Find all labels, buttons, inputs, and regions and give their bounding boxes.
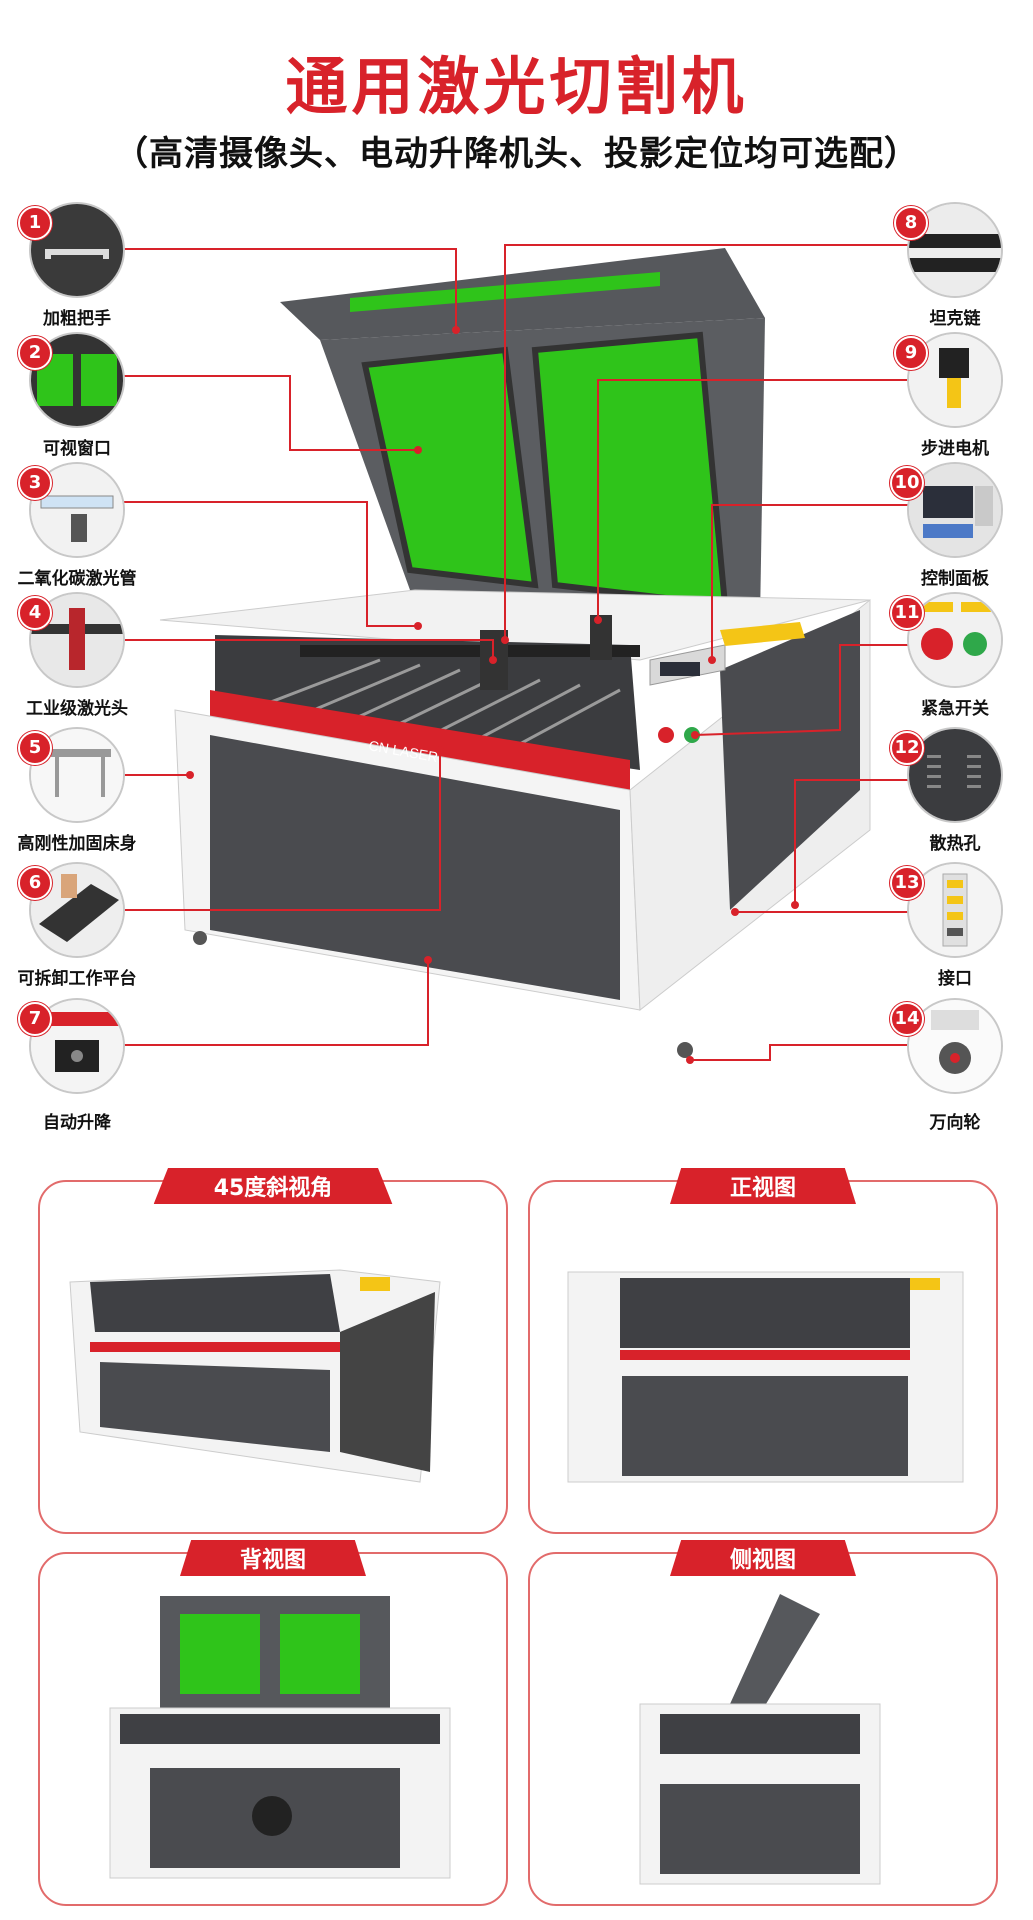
callout-label: 控制面板: [921, 569, 989, 589]
callout-drag-chain: 8 坦克链: [880, 202, 1030, 329]
feature-diagram: CN LASER 1 加粗把手 2 可视窗口 3 二氧化碳激光管 4 工业级激光…: [0, 190, 1033, 1133]
view-panel-front: 正视图: [528, 1168, 998, 1534]
vent-icon: [909, 729, 1001, 821]
view-title: 45度斜视角: [153, 1168, 393, 1204]
callout-platform: 6 可拆卸工作平台: [2, 862, 152, 989]
callout-number: 5: [18, 731, 52, 765]
oblique-view-image: [69, 1269, 441, 1483]
callout-control-panel: 10 控制面板: [880, 462, 1030, 589]
port-icon: [909, 864, 1001, 956]
callout-label: 万向轮: [929, 1113, 981, 1133]
callout-number: 9: [894, 336, 928, 370]
callout-number: 10: [890, 466, 924, 500]
control-panel-icon: [909, 464, 1001, 556]
callout-vent: 12 散热孔: [880, 727, 1030, 854]
callout-label: 加粗把手: [43, 309, 111, 329]
lift-icon: [31, 1000, 123, 1092]
callout-number: 6: [18, 866, 52, 900]
callout-label: 工业级激光头: [26, 699, 128, 719]
callout-label: 自动升降: [43, 1113, 111, 1133]
callout-handle: 1 加粗把手: [2, 202, 152, 329]
callout-number: 13: [890, 866, 924, 900]
page-title: 通用激光切割机: [285, 50, 748, 123]
callout-number: 12: [890, 731, 924, 765]
callout-frame: 5 高刚性加固床身: [2, 727, 152, 854]
callout-number: 4: [18, 596, 52, 630]
callout-number: 8: [894, 206, 928, 240]
callout-label: 可拆卸工作平台: [17, 969, 137, 989]
callout-label: 坦克链: [929, 309, 981, 329]
callout-label: 散热孔: [929, 834, 981, 854]
caster-wheel-icon: [909, 1000, 1001, 1092]
callout-window: 2 可视窗口: [2, 332, 152, 459]
callout-caster-wheel: 14 万向轮: [880, 998, 1030, 1133]
front-view-image: [567, 1271, 964, 1483]
callout-stepper-motor: 9 步进电机: [880, 332, 1030, 459]
callout-label: 紧急开关: [921, 699, 989, 719]
page-subtitle: （高清摄像头、电动升降机头、投影定位均可选配）: [114, 134, 919, 174]
callout-number: 7: [18, 1002, 52, 1036]
emergency-switch-icon: [909, 594, 1001, 686]
view-panel-back: 背视图: [38, 1540, 508, 1906]
laser-cutter-illustration: CN LASER: [118, 244, 912, 1064]
callout-number: 11: [890, 596, 924, 630]
callout-lift: 7 自动升降: [2, 998, 152, 1133]
callout-emergency-switch: 11 紧急开关: [880, 592, 1030, 719]
callout-number: 3: [18, 466, 52, 500]
callout-laser-head: 4 工业级激光头: [2, 592, 152, 719]
callout-number: 1: [18, 206, 52, 240]
view-title: 背视图: [179, 1540, 367, 1576]
callout-label: 二氧化碳激光管: [17, 569, 137, 589]
callout-laser-tube: 3 二氧化碳激光管: [2, 462, 152, 589]
view-title: 侧视图: [669, 1540, 857, 1576]
callout-label: 接口: [938, 969, 972, 989]
callout-label: 步进电机: [921, 439, 989, 459]
view-title: 正视图: [669, 1168, 857, 1204]
callout-label: 可视窗口: [43, 439, 111, 459]
view-panel-side: 侧视图: [528, 1540, 998, 1906]
callout-label: 高刚性加固床身: [17, 834, 137, 854]
callout-number: 2: [18, 336, 52, 370]
callout-number: 14: [890, 1002, 924, 1036]
side-view-image: [639, 1594, 881, 1885]
platform-icon: [31, 864, 123, 956]
callout-port: 13 接口: [880, 862, 1030, 989]
back-view-image: [109, 1596, 451, 1879]
view-panel-oblique: 45度斜视角: [38, 1168, 508, 1534]
